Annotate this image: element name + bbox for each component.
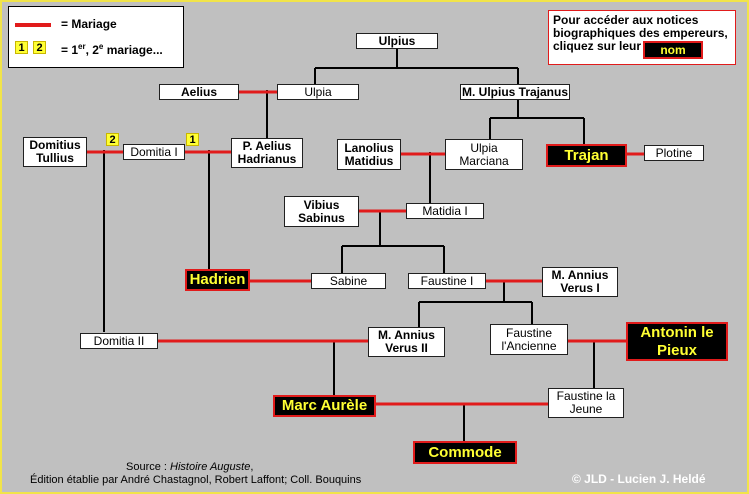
person-trajanus: M. Ulpius Trajanus <box>460 84 570 100</box>
person-ulpius: Ulpius <box>356 33 438 49</box>
emperor-commode-link[interactable]: Commode <box>413 441 517 464</box>
source-work: Histoire Auguste <box>170 461 251 473</box>
notice-text: Pour accéder aux notices biographiques d… <box>553 13 728 53</box>
source-tail: , <box>250 461 254 473</box>
person-faustine-1: Faustine I <box>408 273 486 289</box>
source-edition: Édition établie par André Chastagnol, Ro… <box>30 474 362 486</box>
person-faustine-la-jeune: Faustine la Jeune <box>548 388 624 418</box>
legend-badge-1: 1 <box>15 41 28 54</box>
person-aelius: Aelius <box>159 84 239 100</box>
legend-order-sup1: er <box>78 42 86 51</box>
marriage-order-badge-2: 2 <box>106 133 119 146</box>
legend: = Mariage 1 2 = 1er, 2e mariage... <box>8 6 184 68</box>
emperor-trajan-link[interactable]: Trajan <box>546 144 627 167</box>
emperor-marc-aurele-link[interactable]: Marc Aurèle <box>273 395 376 417</box>
legend-order-mid: , 2 <box>85 43 99 57</box>
person-domitia-2: Domitia II <box>80 333 158 349</box>
person-vibius-sabinus: Vibius Sabinus <box>284 196 359 227</box>
person-plotine: Plotine <box>644 145 704 161</box>
legend-marriage-label: = Mariage <box>61 17 117 31</box>
person-domitia-1: Domitia I <box>123 144 185 160</box>
legend-order-label: = 1er, 2e mariage... <box>61 42 163 57</box>
emperor-hadrien-link[interactable]: Hadrien <box>185 269 250 291</box>
person-ulpia-marciana: Ulpia Marciana <box>445 139 523 170</box>
copyright: © JLD - Lucien J. Heldé <box>572 472 706 486</box>
person-lanolius-matidius: Lanolius Matidius <box>337 139 401 170</box>
notice-box: Pour accéder aux notices biographiques d… <box>548 10 736 65</box>
marriage-line-swatch <box>15 23 51 27</box>
person-domitius-tullius: Domitius Tullius <box>23 137 87 167</box>
source-label: Source : <box>126 461 171 473</box>
person-annius-verus-1: M. Annius Verus I <box>542 267 618 297</box>
person-ulpia: Ulpia <box>277 84 359 100</box>
source-note: Source : Histoire Auguste, Édition établ… <box>30 461 361 487</box>
person-matidia-1: Matidia I <box>406 203 484 219</box>
marriage-order-badge-1: 1 <box>186 133 199 146</box>
nom-sample-button: nom <box>643 41 703 59</box>
person-annius-verus-2: M. Annius Verus II <box>368 327 445 357</box>
legend-order-sup2: e <box>98 42 104 51</box>
legend-order-pre: = 1 <box>61 43 79 57</box>
person-p-aelius-hadrianus: P. Aelius Hadrianus <box>231 138 303 168</box>
legend-badge-2: 2 <box>33 41 46 54</box>
person-faustine-ancienne: Faustine l'Ancienne <box>490 324 568 355</box>
legend-order-post: mariage... <box>103 43 163 57</box>
emperor-antonin-link[interactable]: Antonin le Pieux <box>626 322 728 361</box>
person-sabine: Sabine <box>311 273 386 289</box>
